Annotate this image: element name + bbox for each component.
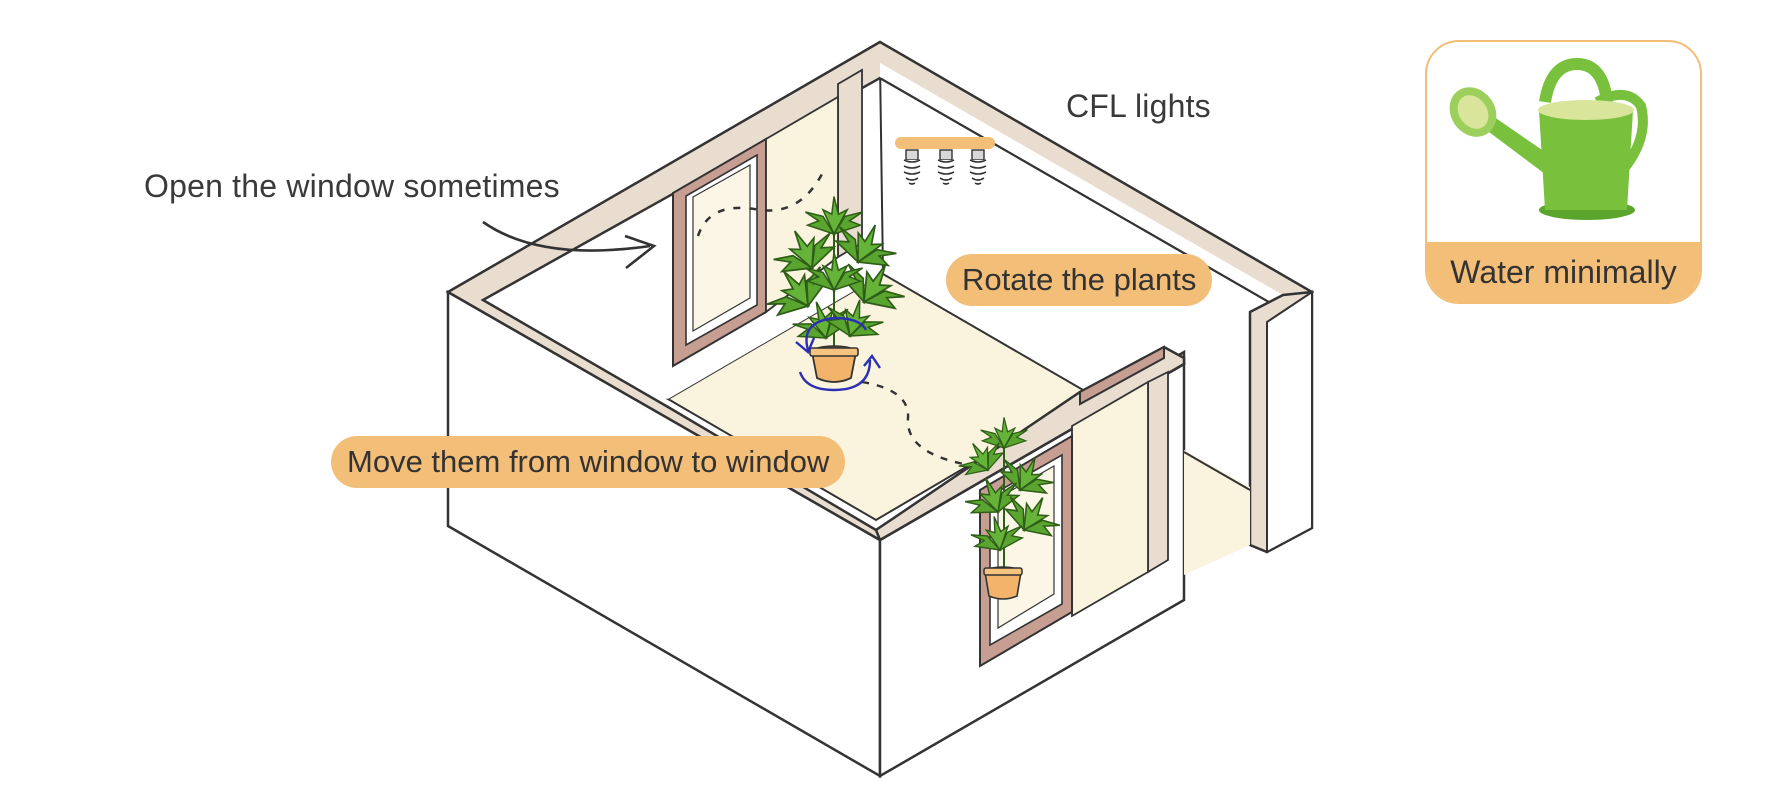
rotate-plants-label: Rotate the plants (946, 254, 1213, 306)
open-window-label: Open the window sometimes (144, 168, 560, 204)
cfl-lights-label: CFL lights (1066, 88, 1211, 124)
move-path (861, 380, 976, 468)
cfl-bulb-icon (903, 149, 921, 185)
watering-can-icon (1449, 57, 1648, 220)
cfl-lights (895, 137, 995, 185)
watering-card: Water minimally (1425, 40, 1702, 304)
water-minimally-label: Water minimally (1427, 242, 1700, 302)
window-arrow (482, 220, 657, 270)
potted-plant-icon (951, 416, 1069, 600)
move-plants-label: Move them from window to window (331, 436, 846, 488)
rotate-arrows-icon (795, 316, 881, 392)
potted-plant-icon (756, 195, 915, 383)
cfl-bulb-icon (937, 149, 955, 185)
cfl-bulb-icon (969, 149, 987, 185)
